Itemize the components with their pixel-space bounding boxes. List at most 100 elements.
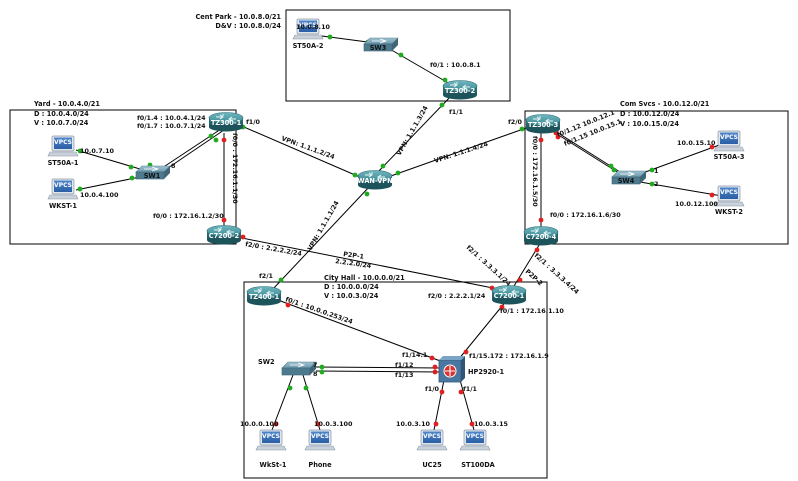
link-label: 10.0.8.10: [296, 23, 331, 31]
site-title-cent-park: Cent Park - 10.0.8.0/21: [195, 13, 281, 21]
link-tz300-1-sw1-b: [164, 129, 225, 171]
device-label-tz300-1: TZ300-1: [211, 119, 242, 127]
device-label-sw4: SW4: [618, 177, 635, 185]
vpcs-st50a-2[interactable]: VPCS: [292, 18, 324, 40]
link-label: f1/15.172 : 172.16.1.9: [469, 352, 549, 360]
link-label: VPN: 1.1.1.4/24: [433, 140, 489, 165]
site-box-city-hall: [243, 281, 548, 479]
device-label-tz300-3: TZ300-3: [528, 121, 559, 129]
switch-sw2[interactable]: [281, 361, 317, 376]
vpcs-badge: VPCS: [311, 433, 329, 440]
link-label: f1/1: [449, 108, 463, 116]
link-label: f1/0: [425, 385, 440, 393]
device-label-c7200-2: C7200-2: [209, 232, 240, 240]
site-data-vlan-city-hall: D : 10.0.0.0/24: [324, 283, 379, 291]
link-label: VPN: 1.1.1.3/24: [395, 104, 430, 157]
link-label: f0/1 : 10.0.8.1: [430, 61, 481, 69]
site-title-city-hall: City Hall - 10.0.0.0/21: [324, 274, 405, 282]
vpcs-st100da[interactable]: VPCS: [459, 429, 491, 451]
device-label-phone: Phone: [308, 461, 332, 469]
link-label: f1/12: [395, 361, 413, 369]
device-label-st50a-2: ST50A-2: [293, 42, 324, 50]
device-label-hp2920-1: HP2920-1: [468, 368, 504, 376]
vpcs-uc25[interactable]: VPCS: [416, 429, 448, 451]
link-label: f1/1: [463, 385, 477, 393]
vpcs-wkst-1-city-hall[interactable]: VPCS: [255, 429, 287, 451]
device-label-sw1: SW1: [144, 172, 161, 180]
link-label: 2: [654, 180, 658, 188]
site-voice-vlan-city-hall: V : 10.0.3.0/24: [324, 292, 379, 300]
link-label: VPN: 1.1.1.1/24: [306, 199, 341, 252]
link-label: 10.0.12.100: [675, 200, 718, 208]
link-label: 10.0.3.10: [396, 420, 431, 428]
multilayer-switch-hp2920-1[interactable]: [438, 355, 466, 383]
link-label: f0/1 : 172.16.1.10: [500, 307, 564, 315]
vpcs-badge: VPCS: [720, 134, 738, 141]
link-label: f0/0 : 172.16.1.2/30: [153, 212, 224, 220]
link-label: 7: [313, 361, 317, 369]
link-label: 10.0.3.15: [474, 420, 508, 428]
link-label: 8: [313, 370, 318, 378]
site-voice-vlan-yard: V : 10.0.7.0/24: [34, 119, 89, 127]
vpcs-st50a-3[interactable]: VPCS: [713, 130, 745, 152]
link-label: 8: [171, 162, 176, 170]
link-label: f0/0 : 172.16.1.6/30: [550, 211, 621, 219]
link-label: 10.0.7.10: [80, 147, 115, 155]
link-label: f0/0 : 172.16.1.5/30: [531, 136, 539, 207]
vpcs-badge: VPCS: [54, 139, 72, 146]
link-label: f0/0 : 172.16.1.1/30: [231, 133, 239, 204]
link-label: f0/1.7 : 10.0.7.1/24: [137, 122, 206, 130]
link-label: f2/1: [259, 272, 273, 280]
device-label-st100da: ST100DA: [461, 461, 495, 469]
device-label-st50a-3: ST50A-3: [714, 153, 745, 161]
site-box-com-svcs: [524, 110, 789, 245]
device-label-c7200-4: C7200-4: [526, 233, 557, 241]
vpcs-badge: VPCS: [262, 433, 280, 440]
link-sw2-hp2920-a: [315, 366, 441, 369]
link-label: 10.0.15.10: [677, 139, 716, 147]
link-label: f2/1 : 3.3.3.4/24: [533, 252, 581, 297]
link-tz400-1-wanvpn: [271, 185, 371, 291]
site-title-yard: Yard - 10.0.4.0/21: [33, 100, 100, 108]
link-label: 1: [654, 167, 658, 175]
link-label: 10.0.0.100: [240, 420, 279, 428]
link-label: f2/0: [508, 118, 523, 126]
link-tz300-3-wanvpn: [387, 126, 530, 178]
site-title-com-svcs: Com Svcs - 10.0.12.0/21: [620, 100, 710, 108]
vpcs-badge: VPCS: [466, 433, 484, 440]
vpcs-badge: VPCS: [423, 433, 441, 440]
site-vlan-cent-park: D&V : 10.0.8.0/24: [215, 22, 281, 30]
link-label: f2/0 : 2.2.2.2/24: [245, 240, 303, 258]
device-label-tz300-2: TZ300-2: [445, 87, 476, 95]
link-c7200-2-c7200-1: [231, 235, 504, 291]
site-box-yard: [9, 109, 237, 245]
device-label-c7200-1: C7200-1: [494, 292, 525, 300]
link-tz300-3-sw4-a: [546, 125, 621, 173]
device-label-sw2: SW2: [258, 358, 275, 366]
vpcs-badge: VPCS: [54, 182, 72, 189]
device-label-sw3: SW3: [370, 44, 387, 52]
vpcs-wkst-2[interactable]: VPCS: [713, 185, 745, 207]
link-label: 2.2.2.0/24: [335, 257, 373, 270]
site-data-vlan-yard: D : 10.0.4.0/24: [34, 110, 89, 118]
vpcs-st50a-1[interactable]: VPCS: [47, 135, 79, 157]
site-voice-vlan-com-svcs: V : 10.0.15.0/24: [620, 120, 679, 128]
device-label-st50a-1: ST50A-1: [48, 159, 79, 167]
link-label: f1/14.1: [402, 351, 427, 359]
vpcs-badge: VPCS: [299, 22, 317, 29]
interface-labels: 10.0.8.10 f0/1 : 10.0.8.1 f1/1 VPN: 1.1.…: [80, 23, 718, 428]
device-label-tz400-1: TZ400-1: [249, 293, 280, 301]
vpcs-wkst-1-yard[interactable]: VPCS: [47, 178, 79, 200]
device-label-uc25: UC25: [422, 461, 442, 469]
link-tz400-1-hp2920: [277, 299, 444, 363]
link-sw2-wkst1: [271, 374, 294, 431]
link-wkst1-sw1: [75, 176, 141, 191]
link-sw2-hp2920-b: [315, 370, 441, 373]
link-tz300-1-wanvpn: [236, 123, 363, 179]
device-label-wan-vpn: WAN-VPN: [357, 177, 392, 185]
vpcs-phone[interactable]: VPCS: [304, 429, 336, 451]
link-sw2-phone: [302, 374, 321, 431]
link-label: f2/0 : 2.2.2.1/24: [428, 292, 486, 300]
link-tz300-2-wanvpn: [375, 93, 454, 175]
